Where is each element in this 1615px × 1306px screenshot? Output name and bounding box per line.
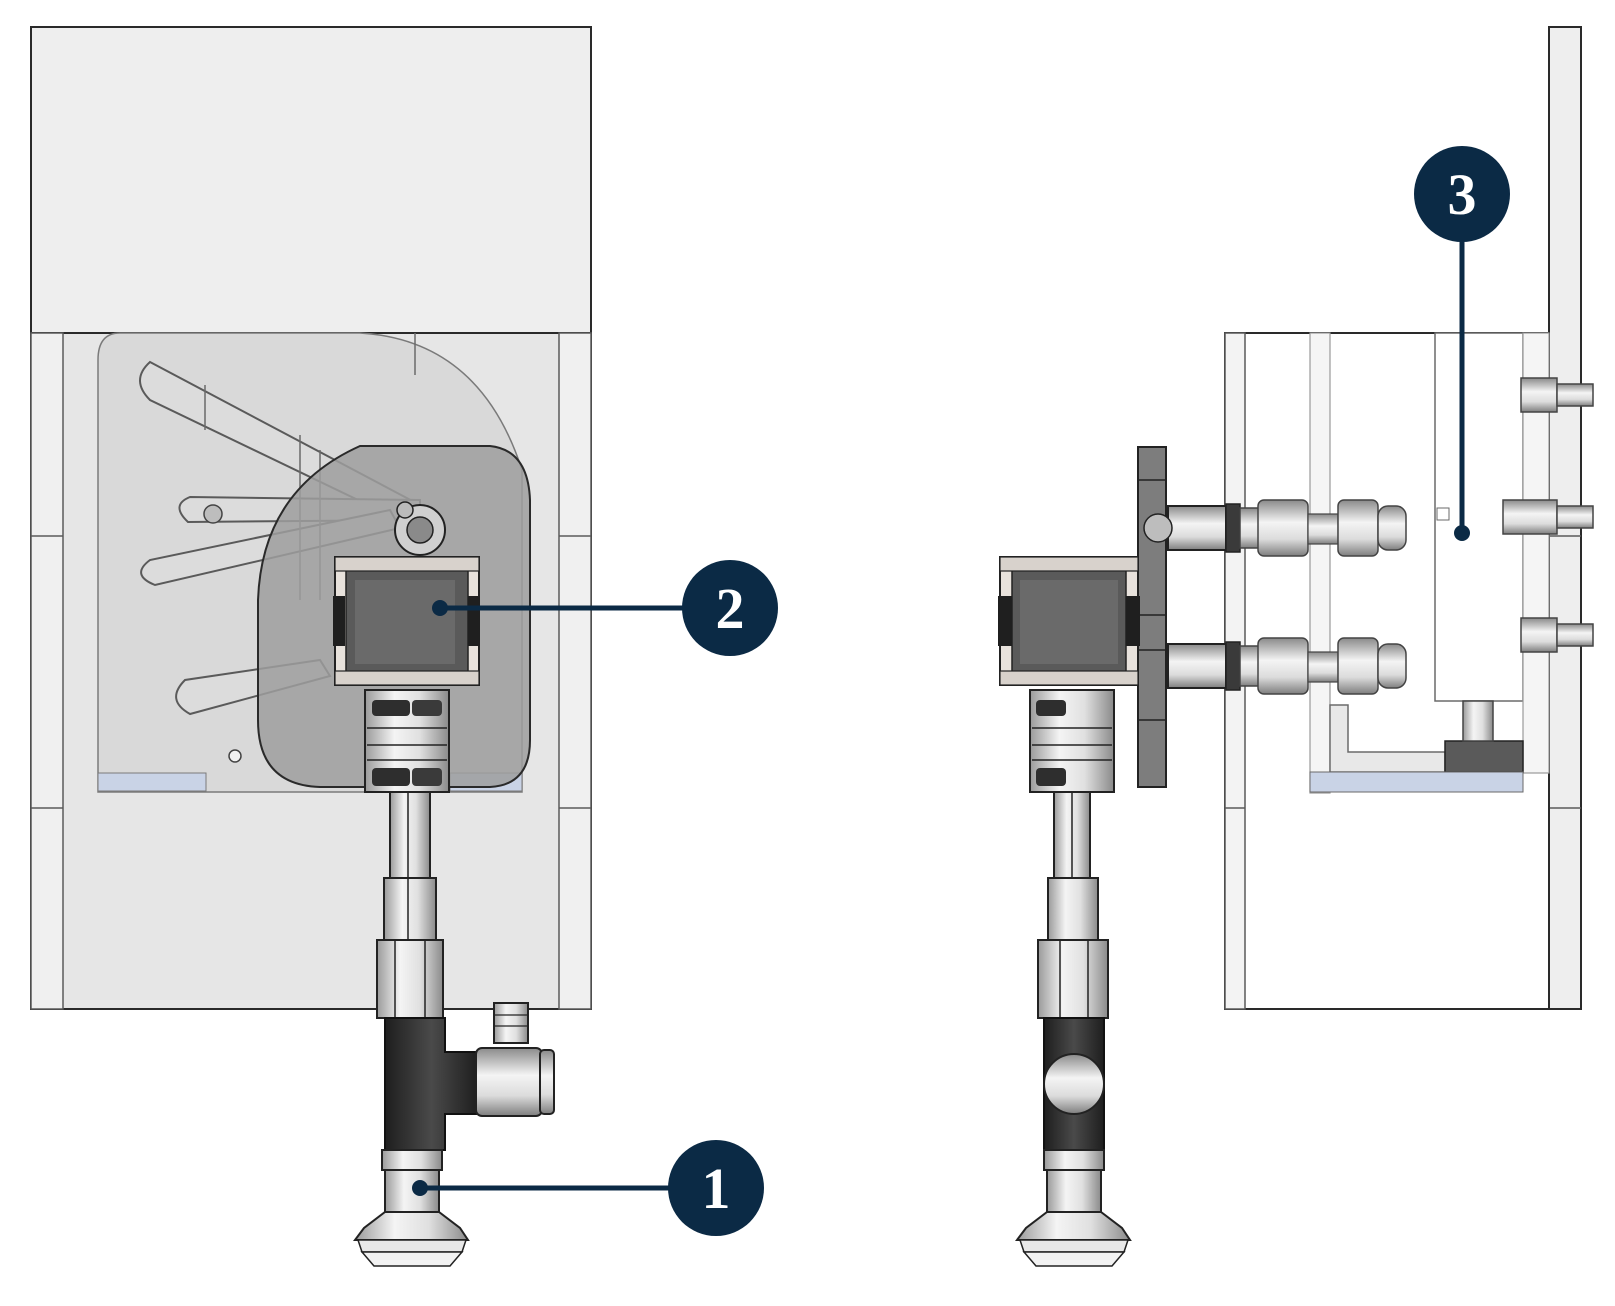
callout-label-3: 3 (1448, 162, 1477, 227)
push-fitting-round (1043, 1053, 1105, 1115)
coupling-right (1029, 689, 1115, 793)
callout-badge-2: 2 (682, 560, 778, 656)
callout-badge-3: 3 (1414, 146, 1510, 242)
callout-badge-1: 1 (668, 1140, 764, 1236)
standoff-upper-right (1167, 499, 1407, 557)
side-rail-right (558, 332, 592, 1010)
upper-housing-left (30, 26, 592, 334)
mount-block-right (1436, 507, 1450, 521)
hex-nut-upper-right (1047, 877, 1099, 941)
hex-nut-lower-right (1037, 939, 1109, 1019)
callout-leader-3 (1454, 194, 1470, 541)
blue-strip-left-a (97, 772, 207, 792)
small-bolt-left (203, 504, 223, 524)
hex-nut-lower-left (376, 939, 444, 1019)
motor-left (333, 556, 480, 686)
motor-right (998, 556, 1140, 686)
suction-cup-right (1015, 1149, 1132, 1267)
left-view (30, 26, 592, 1267)
tee-body-left (384, 1017, 479, 1151)
callout-label-1: 1 (702, 1156, 731, 1221)
push-fitting-body (475, 1047, 543, 1117)
suction-cup-left (353, 1149, 470, 1267)
standoff-lower-right (1167, 637, 1407, 695)
right-view (998, 26, 1594, 1267)
coupling-left (364, 689, 450, 793)
hex-nut-upper-left (383, 877, 437, 941)
flange-right (1137, 446, 1167, 788)
callout-label-2: 2 (716, 576, 745, 641)
callout-leader-1 (412, 1180, 672, 1196)
callout-leader-2 (432, 600, 685, 616)
side-bolts-right (1502, 377, 1594, 653)
push-fitting-elbow (493, 1002, 529, 1044)
side-rail-left (30, 332, 64, 1010)
shaft-left (389, 791, 431, 881)
blue-strip-right (1309, 771, 1524, 793)
pin-hole-left (228, 749, 242, 763)
